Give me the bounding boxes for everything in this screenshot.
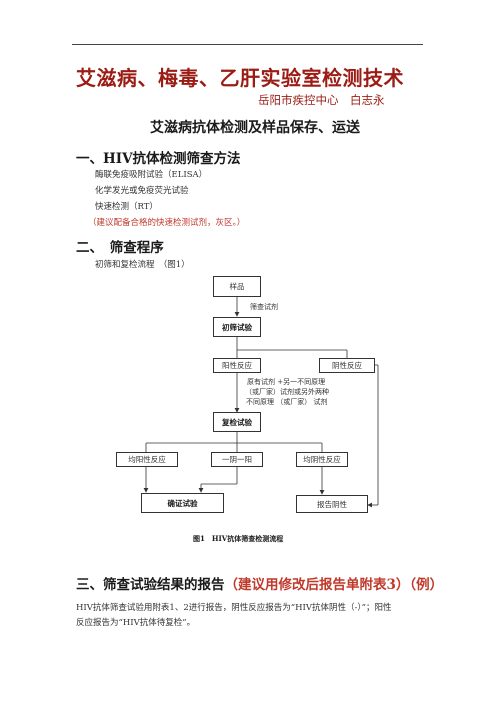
flow-box-retest-label: 复检试验 — [222, 417, 252, 427]
flow-box-confirm: 确证试验 — [141, 493, 224, 513]
flow-box-confirm-label: 确证试验 — [167, 498, 198, 508]
flow-box-negative: 阴性反应 — [319, 358, 375, 373]
method-item-elisa: 酶联免疫吸附试验（ELISA） — [95, 170, 208, 180]
flow-box-initial-test-label: 初筛试验 — [222, 322, 252, 332]
document-subtitle: 艾滋病抗体检测及样品保存、运送 — [150, 120, 360, 136]
document-title: 艾滋病、梅毒、乙肝实验室检测技术 — [76, 66, 404, 90]
section3-heading: 三、筛查试验结果的报告（建议用修改后报告单附表3）（例） — [76, 573, 443, 593]
flow-box-one-pos-one-neg: 一阴一阳 — [211, 452, 263, 467]
section3-paragraph-line1: HIV抗体筛查试验用附表1、2进行报告，阴性反应报告为“HIV抗体阴性（-）”；… — [76, 603, 392, 613]
flow-box-both-positive: 均阳性反应 — [116, 452, 178, 467]
flow-label-screen-reagent: 筛查试剂 — [250, 303, 278, 311]
flow-box-positive-label: 阳性反应 — [222, 361, 252, 370]
author-line: 岳阳市疾控中心 白志永 — [258, 93, 385, 107]
flow-box-one-pos-one-neg-label: 一阴一阳 — [222, 455, 252, 464]
flow-box-both-negative: 均阴性反应 — [296, 452, 348, 467]
section3-paragraph-line2: 反应报告为“HIV抗体待复检”。 — [76, 618, 196, 628]
flow-box-report-negative: 报告阴性 — [296, 495, 368, 513]
flow-note-line3: 不同原理 （或厂家） 试剂 — [246, 398, 328, 406]
section1-heading: 一、HIV抗体检测筛查方法 — [76, 151, 241, 167]
section3-heading-text: 三、筛查试验结果的报告 — [76, 577, 225, 593]
flow-box-both-negative-label: 均阴性反应 — [303, 455, 341, 464]
flow-note-line2: （或厂家）试剂或另外两种 — [245, 388, 329, 396]
flow-intro: 初筛和复检流程 （图1） — [95, 260, 190, 270]
flow-box-sample-label: 样品 — [229, 282, 245, 291]
header-rule — [72, 44, 423, 45]
method-item-rapid-test: 快速检测（RT） — [95, 202, 158, 212]
flow-box-both-positive-label: 均阳性反应 — [128, 455, 166, 464]
section2-heading: 二、 筛查程序 — [76, 240, 164, 256]
flow-box-initial-test: 初筛试验 — [213, 317, 261, 337]
method-note: （建议配备合格的快速检测试剂，灰区。） — [88, 218, 246, 228]
section3-heading-red: （建议用修改后报告单附表3）（例） — [224, 577, 444, 593]
flow-box-positive: 阳性反应 — [213, 358, 261, 373]
flow-box-negative-label: 阴性反应 — [332, 361, 362, 370]
flow-note-line1: 原有试剂 +另一不同原理 — [247, 378, 326, 386]
flow-box-report-negative-label: 报告阴性 — [317, 499, 347, 509]
figure-caption: 图1 HIV抗体筛查检测流程 — [193, 534, 284, 543]
flow-box-sample: 样品 — [213, 276, 261, 297]
flow-box-retest: 复检试验 — [213, 412, 261, 432]
method-item-chemiluminescence: 化学发光或免疫荧光试验 — [95, 186, 189, 196]
